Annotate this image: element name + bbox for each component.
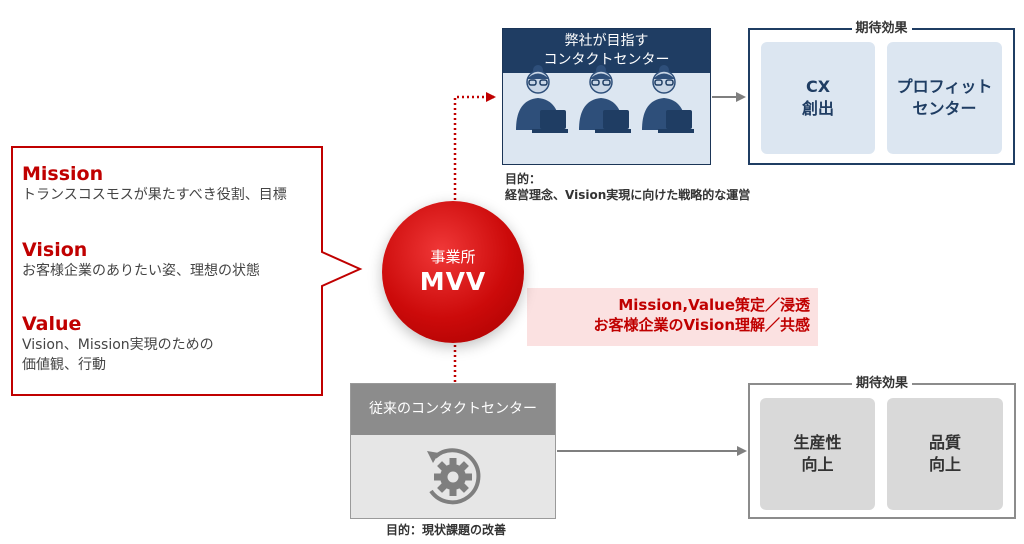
effect-productivity-line-2: 向上 xyxy=(801,455,834,474)
value-description-line-1: Vision、Mission実現のための xyxy=(22,337,214,353)
mvv-promotion-band: Mission,Value策定／浸透 お客様企業のVision理解／共感 xyxy=(527,288,818,346)
circle-title: MVV xyxy=(419,267,487,296)
target-center-title-line-1: 弊社が目指す xyxy=(564,33,649,49)
vision-heading: Vision xyxy=(22,239,88,261)
vision-description: お客様企業のありたい姿、理想の状態 xyxy=(22,263,260,279)
person-at-laptop-icon xyxy=(642,65,694,133)
target-purpose-text: 経営理念、Vision実現に向けた戦略的な運営 xyxy=(505,188,751,202)
effect-profit-line-2: センター xyxy=(912,99,977,118)
target-effects-frame: 期待効果 CX 創出 プロフィット センター xyxy=(748,20,1015,165)
current-effects-frame: 期待効果 生産性 向上 品質 向上 xyxy=(748,375,1016,519)
circle-subtitle: 事業所 xyxy=(430,248,476,266)
vision-block: Vision お客様企業のありたい姿、理想の状態 xyxy=(22,239,260,281)
dotted-connector-up xyxy=(453,92,496,200)
effect-profit-line-1: プロフィット xyxy=(896,77,993,96)
refresh-gear-icon xyxy=(427,448,481,505)
mission-heading: Mission xyxy=(22,163,104,185)
person-at-laptop-icon xyxy=(579,65,631,133)
effect-cx-line-2: 創出 xyxy=(801,99,834,118)
mission-description: トランスコスモスが果たすべき役割、目標 xyxy=(22,187,287,203)
target-purpose: 目的： 経営理念、Vision実現に向けた戦略的な運営 xyxy=(505,171,750,203)
target-center-title-line-2: コンタクトセンター xyxy=(543,52,670,68)
person-at-laptop-icon xyxy=(516,65,568,133)
current-contact-center-card: 従来のコンタクトセンター xyxy=(350,383,556,519)
target-center-title: 弊社が目指す コンタクトセンター xyxy=(503,29,710,73)
band-line-1: Mission,Value策定／浸透 xyxy=(618,296,810,314)
mvv-callout-outline xyxy=(11,146,363,396)
current-center-illustration xyxy=(351,435,555,518)
effect-productivity-line-1: 生産性 xyxy=(793,433,842,452)
mission-block: Mission トランスコスモスが果たすべき役割、目標 xyxy=(22,163,287,205)
effect-quality: 品質 向上 xyxy=(887,398,1003,510)
value-description-line-2: 価値観、行動 xyxy=(22,357,106,373)
effect-cx-creation: CX 創出 xyxy=(761,42,875,154)
effect-quality-line-1: 品質 xyxy=(928,433,961,452)
current-purpose: 目的：現状課題の改善 xyxy=(386,523,507,537)
value-heading: Value xyxy=(22,313,82,335)
current-effects-title: 期待効果 xyxy=(851,375,913,393)
target-purpose-label: 目的： xyxy=(505,172,542,186)
effect-profit-center: プロフィット センター xyxy=(887,42,1002,154)
effect-productivity: 生産性 向上 xyxy=(760,398,875,510)
effect-quality-line-2: 向上 xyxy=(928,455,961,474)
target-effects-title: 期待効果 xyxy=(851,20,912,38)
office-mvv-circle: 事業所 MVV xyxy=(382,201,524,343)
band-line-2: お客様企業のVision理解／共感 xyxy=(593,316,810,334)
effect-cx-line-1: CX xyxy=(805,77,831,96)
current-center-title: 従来のコンタクトセンター xyxy=(351,384,555,435)
value-block: Value Vision、Mission実現のための 価値観、行動 xyxy=(22,313,214,375)
